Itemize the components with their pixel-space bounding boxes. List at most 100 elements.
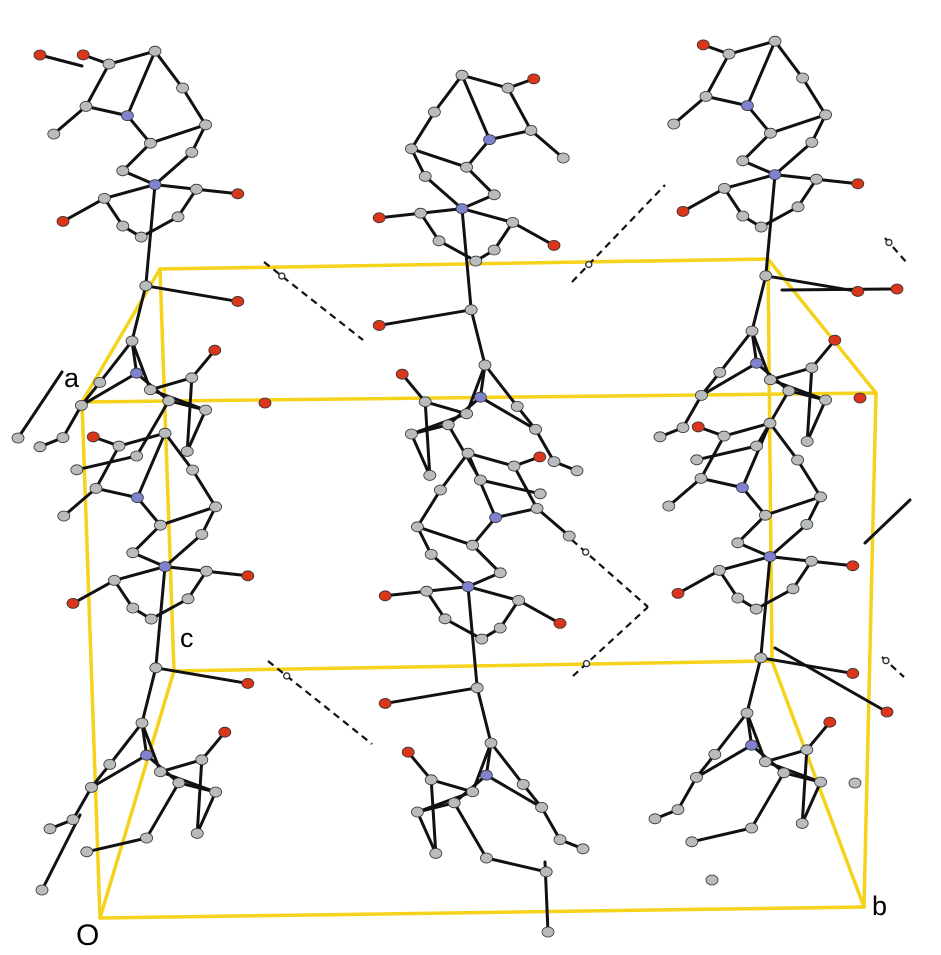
carbon-atom — [56, 432, 70, 444]
oxygen-atom — [823, 716, 837, 728]
carbon-atom — [535, 802, 548, 813]
carbon-atom — [66, 814, 80, 825]
bond — [676, 568, 721, 595]
bond — [740, 486, 767, 517]
carbon-atom — [764, 374, 777, 386]
carbon-atom — [713, 366, 727, 378]
carbon-atom — [158, 427, 172, 439]
bond — [71, 578, 116, 605]
oxygen-atom — [880, 706, 894, 718]
bond — [94, 486, 139, 500]
carbon-atom — [195, 529, 209, 540]
bond — [741, 131, 772, 163]
bond — [62, 486, 98, 518]
carbon-atom — [533, 488, 547, 500]
bond — [466, 585, 479, 690]
carbon-atom — [653, 431, 667, 443]
bond — [377, 308, 473, 327]
nitrogen-atom — [130, 492, 144, 504]
oxygen-atom — [66, 598, 80, 609]
bond — [377, 211, 423, 220]
bond — [40, 813, 82, 892]
bond — [85, 836, 149, 854]
bond — [61, 403, 83, 440]
axis-a-label: a — [64, 363, 80, 393]
carbon-atom — [501, 82, 515, 94]
bond — [484, 856, 548, 874]
oxygen-atom — [241, 678, 255, 689]
bond — [102, 183, 157, 200]
bond — [466, 451, 498, 520]
carbon-atom — [176, 82, 190, 94]
oxygen-atom — [208, 344, 222, 356]
bond — [466, 585, 521, 602]
bond — [800, 780, 823, 825]
carbon-atom — [35, 884, 49, 896]
carbon-atom — [195, 754, 209, 766]
bond — [415, 525, 475, 547]
hydrogen-bond — [267, 660, 373, 745]
carbon-atom — [763, 417, 777, 429]
bond — [429, 778, 438, 855]
oxygen-atom — [372, 212, 386, 224]
carbon-atom — [516, 779, 530, 790]
carbon-atom — [506, 216, 519, 228]
bond — [139, 215, 180, 239]
bond — [810, 338, 837, 370]
carbon-atom — [418, 170, 432, 182]
bond — [740, 421, 772, 490]
bond — [195, 790, 218, 835]
bond — [423, 174, 464, 211]
bond — [796, 458, 823, 499]
carbon-atom — [148, 45, 162, 57]
bond — [460, 207, 515, 224]
bond — [409, 432, 432, 477]
carbon-atom — [189, 183, 203, 195]
carbon-atom — [690, 772, 703, 783]
carbon-atom — [143, 137, 157, 149]
carbon-atom — [541, 926, 555, 938]
bond — [181, 86, 208, 127]
bond — [471, 516, 498, 547]
bond — [736, 513, 767, 545]
bond — [763, 760, 823, 784]
carbon-atom — [466, 786, 480, 798]
hydrogen-atom — [885, 238, 893, 247]
bond — [443, 617, 484, 641]
bond — [125, 49, 157, 118]
carbon-atom — [512, 595, 525, 606]
carbon-atom — [43, 823, 57, 835]
cell-edge — [766, 257, 774, 663]
carbon-atom — [570, 465, 584, 477]
carbon-atom — [103, 759, 117, 770]
bond — [117, 431, 167, 448]
bond — [194, 187, 240, 196]
carbon-atom — [199, 404, 213, 416]
carbon-atom — [460, 161, 474, 173]
carbon-atom — [487, 244, 501, 256]
carbon-atom — [667, 118, 681, 130]
oxygen-atom — [676, 205, 690, 217]
carbon-atom — [717, 430, 731, 442]
carbon-atom — [171, 211, 185, 223]
bond — [672, 94, 708, 126]
carbon-atom — [694, 472, 708, 484]
carbon-atom — [754, 221, 768, 233]
oxygen-atom — [231, 296, 245, 307]
bond — [759, 555, 772, 660]
bond — [89, 753, 149, 789]
bond — [425, 585, 470, 593]
bond — [94, 444, 121, 490]
bond — [681, 393, 703, 430]
bond — [98, 339, 134, 384]
carbon-atom — [134, 231, 148, 243]
bond — [768, 113, 828, 135]
carbon-atom — [553, 834, 567, 845]
bond — [423, 400, 432, 477]
bond — [465, 138, 492, 169]
nitrogen-atom — [158, 561, 172, 572]
carbon-atom — [464, 304, 478, 316]
carbon-atom — [745, 822, 758, 834]
bond — [540, 805, 562, 842]
bond — [750, 771, 786, 830]
